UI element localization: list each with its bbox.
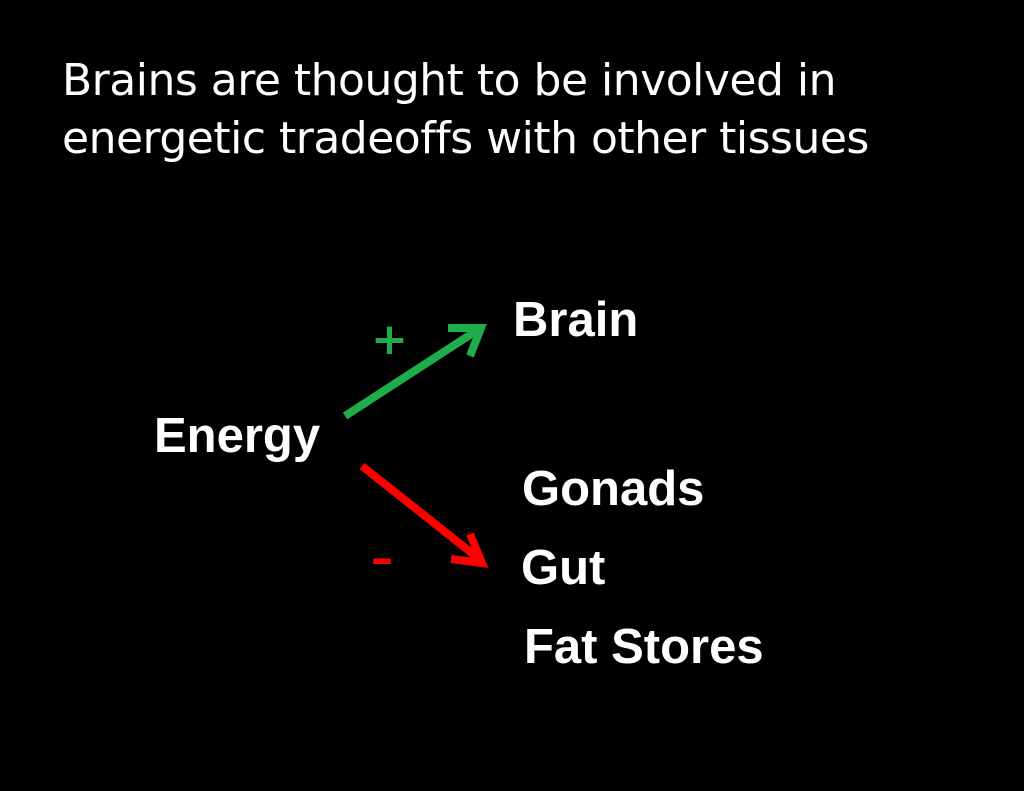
positive-arrow — [342, 324, 487, 420]
positive-sign: + — [371, 314, 408, 365]
negative-sign: – — [371, 533, 393, 584]
node-gonads: Gonads — [522, 462, 705, 516]
positive-arrow-shaft — [342, 327, 479, 420]
title-line-1: Brains are thought to be involved in — [62, 55, 836, 106]
title-line-2: energetic tradeoffs with other tissues — [62, 113, 869, 164]
slide-title: Brains are thought to be involved in ene… — [62, 52, 962, 168]
node-energy: Energy — [154, 409, 321, 463]
node-brain: Brain — [513, 293, 639, 347]
node-fat-stores: Fat Stores — [524, 620, 764, 674]
negative-arrow-head — [450, 532, 489, 568]
positive-arrow-head — [448, 324, 487, 358]
node-gut: Gut — [521, 541, 606, 595]
